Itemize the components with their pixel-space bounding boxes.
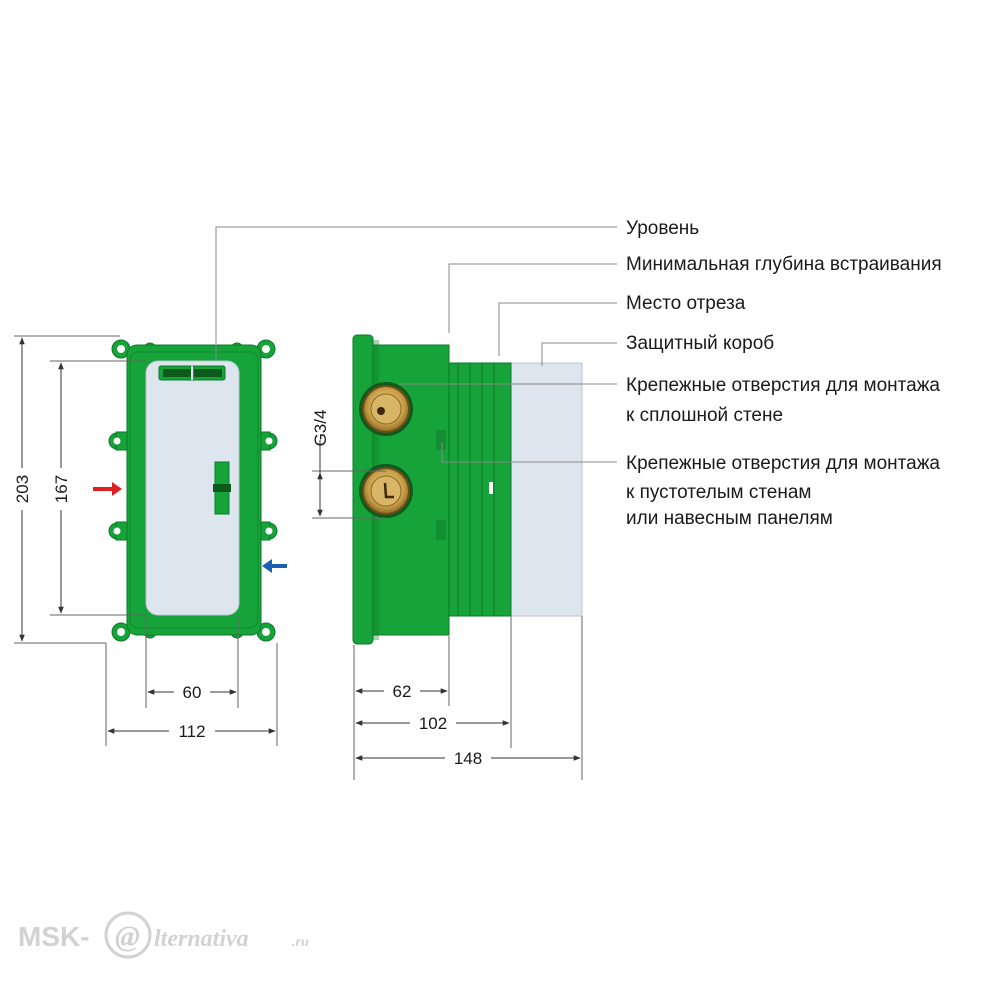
front-protective-box	[145, 360, 240, 616]
dim-height-outer: 203	[13, 475, 32, 503]
lower-brass-inlet	[359, 464, 413, 518]
side-ribbed-section	[446, 362, 512, 617]
watermark-suffix: .ru	[292, 935, 309, 950]
watermark-at-icon	[104, 911, 152, 959]
label-cut-place: Место отреза	[626, 293, 746, 314]
watermark-right: lternativa	[154, 926, 249, 952]
dim-depth-total: 148	[454, 749, 482, 768]
label-solid-wall-2: к сплошной стене	[626, 405, 783, 426]
front-view	[93, 339, 287, 642]
dim-width-inner: 60	[183, 683, 202, 702]
hot-inlet-arrow-icon	[93, 482, 122, 496]
label-min-depth: Минимальная глубина встраивания	[626, 254, 942, 275]
dim-thread: G3/4	[311, 410, 330, 447]
label-protective-box: Защитный короб	[626, 333, 774, 354]
watermark-at: @	[115, 920, 140, 953]
side-view	[352, 334, 583, 645]
watermark-left: MSK-	[18, 921, 90, 952]
dim-height-inner: 167	[52, 475, 71, 503]
label-solid-wall-1: Крепежные отверстия для монтажа	[626, 375, 940, 396]
dim-width-outer: 112	[178, 722, 205, 741]
upper-brass-inlet	[359, 382, 413, 436]
callout-labels: Уровень Минимальная глубина встраивания …	[626, 218, 942, 529]
label-hollow-wall-1: Крепежные отверстия для монтажа	[626, 453, 940, 474]
side-dimensions: G3/4 62 102 148	[311, 410, 583, 780]
cold-inlet-arrow-icon	[262, 559, 287, 573]
side-protective-box	[509, 362, 583, 617]
front-dimensions: 203 167 60 112	[8, 335, 278, 746]
watermark-logo: MSK- @ lternativa .ru	[18, 911, 309, 959]
label-hollow-wall-3: или навесным панелям	[626, 508, 833, 529]
label-hollow-wall-2: к пустотелым стенам	[626, 482, 812, 503]
dim-depth-cut: 102	[419, 714, 447, 733]
leader-lines	[215, 226, 617, 463]
dim-depth-min: 62	[393, 682, 412, 701]
label-level: Уровень	[626, 218, 699, 239]
